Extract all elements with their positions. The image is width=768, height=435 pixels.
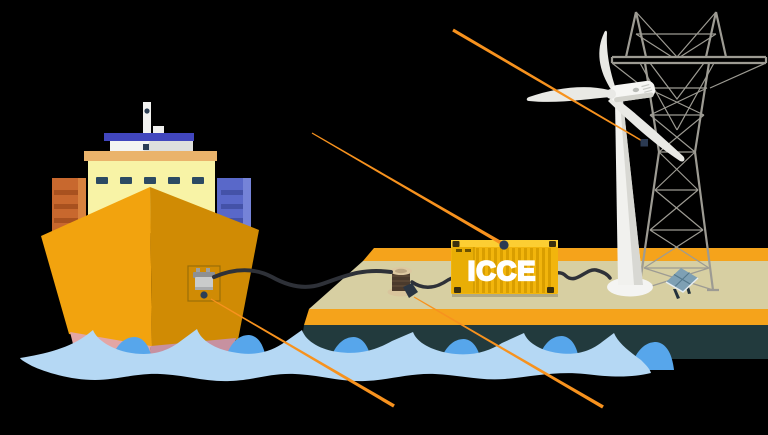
ship-bridge-roof: [104, 133, 194, 141]
ship-cabin-windows: [96, 177, 204, 184]
turbine-tower-shade: [620, 101, 643, 285]
callout-anchor-grid: [640, 139, 648, 147]
cable-plug: [403, 283, 418, 298]
callout-line-grid: [452, 28, 645, 143]
turbine-blades: [526, 30, 685, 162]
turbine-nacelle: [610, 80, 656, 103]
shore-power-socket: [187, 265, 221, 302]
container-label: ICCE: [468, 256, 537, 286]
dock-fascia: [304, 309, 768, 325]
wind-turbine: [526, 30, 685, 297]
ship-power-cable: [212, 268, 393, 289]
ship-antenna: [153, 126, 164, 134]
callout-anchor-container: [499, 240, 509, 250]
sea-waves: [20, 329, 674, 382]
container-door: [452, 247, 474, 293]
callout-line-container: [311, 132, 504, 246]
ship-hull-left: [41, 187, 152, 347]
ship-hull-right: [150, 187, 259, 347]
callout-line-ship-socket: [210, 298, 395, 408]
cargo-ship: [41, 102, 259, 356]
callout-lines: [210, 28, 648, 409]
cable-reel: [387, 267, 418, 298]
ship-deck-band: [84, 151, 217, 161]
wave-foreground-light: [20, 329, 651, 382]
container-corner-fittings: [452, 241, 556, 293]
callout-line-reel-plug: [413, 296, 604, 409]
solar-panel: [665, 268, 699, 299]
ship-mast: [143, 102, 151, 134]
turbine-hub: [606, 89, 616, 99]
